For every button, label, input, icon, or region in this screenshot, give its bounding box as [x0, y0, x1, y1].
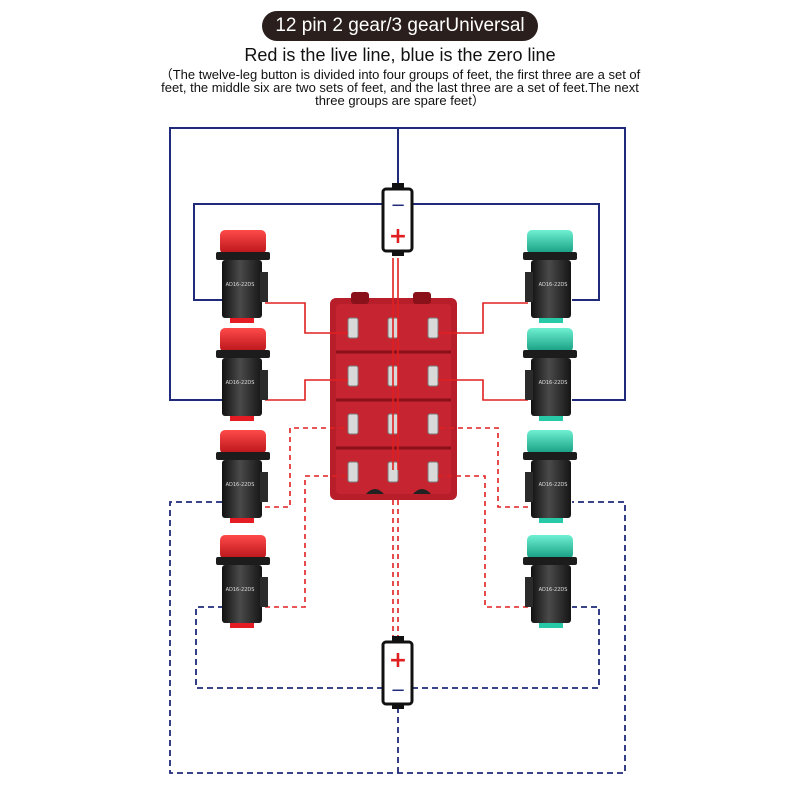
neutral-wires-bottom	[169, 501, 626, 774]
switch-terminals	[347, 317, 439, 483]
indicator-lamp-red-3: AD16-22DS	[216, 430, 270, 523]
indicator-lamp-green-2: AD16-22DS	[523, 328, 577, 421]
indicator-lamp-red-4: AD16-22DS	[216, 535, 270, 628]
battery-bottom-plus-icon: +	[389, 648, 407, 673]
indicator-lamp-red-1: AD16-22DS	[216, 230, 270, 323]
indicator-lamp-green-4: AD16-22DS	[523, 535, 577, 628]
svg-text:AD16-22DS: AD16-22DS	[226, 587, 255, 593]
wiring-note: （The twelve-leg button is divided into f…	[159, 67, 641, 108]
svg-text:AD16-22DS: AD16-22DS	[539, 482, 568, 488]
svg-text:AD16-22DS: AD16-22DS	[226, 482, 255, 488]
svg-text:AD16-22DS: AD16-22DS	[539, 380, 568, 386]
svg-text:AD16-22DS: AD16-22DS	[226, 282, 255, 288]
live-wires-top	[265, 258, 528, 470]
title-badge: 12 pin 2 gear/3 gearUniversal	[262, 11, 538, 41]
svg-text:AD16-22DS: AD16-22DS	[539, 282, 568, 288]
battery-top-minus-icon: −	[390, 195, 405, 216]
neutral-wires-top	[169, 127, 626, 401]
indicator-lamp-red-2: AD16-22DS	[216, 328, 270, 421]
indicator-lamp-green-1: AD16-22DS	[523, 230, 577, 323]
battery-bottom-minus-icon: −	[390, 680, 405, 701]
diagram-title: 12 pin 2 gear/3 gearUniversal	[275, 15, 525, 36]
subtitle: Red is the live line, blue is the zero l…	[244, 45, 556, 65]
battery-top: − +	[381, 183, 414, 256]
battery-bottom: + −	[381, 636, 414, 709]
svg-text:AD16-22DS: AD16-22DS	[539, 587, 568, 593]
live-wires-bottom	[265, 427, 528, 640]
indicator-lamp-green-3: AD16-22DS	[523, 430, 577, 523]
battery-top-plus-icon: +	[389, 224, 407, 249]
svg-text:AD16-22DS: AD16-22DS	[226, 380, 255, 386]
